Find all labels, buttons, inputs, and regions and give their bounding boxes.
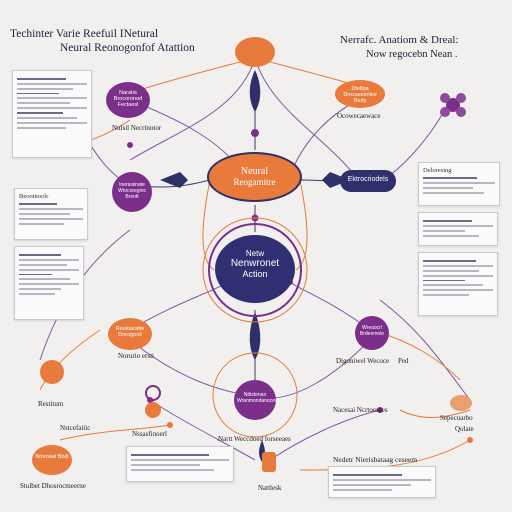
node-bottom-left[interactable]: Nrteoaal Bbdi: [32, 445, 72, 475]
node-right-top-label: Dtellpa Drocsecerilce Bedy: [343, 86, 377, 104]
label-right-lower-b: Ped: [398, 357, 409, 365]
node-neural-recognition[interactable]: Neural Reogamitre: [207, 152, 302, 202]
node-bottom-left-label: Nrteoaal Bbdi: [35, 454, 69, 460]
cloud-icon: [450, 395, 472, 411]
node-right-lower-label: Wreaocrl Brdeomole: [359, 325, 385, 337]
node-neural-recognition-line2: Reogamitre: [233, 177, 276, 187]
left-orange-dot-icon: [40, 360, 64, 384]
left-panel-b-title: Beootnoolr: [19, 193, 49, 200]
node-neural-network[interactable]: Netw Nenwronet Action: [215, 235, 295, 303]
node-neural-network-line2: Nenwronet: [230, 258, 280, 269]
label-bottom-right-b: Nedetr Nierisbataag ceseem: [333, 455, 418, 464]
bottom-panel-b: [328, 466, 436, 498]
left-panel-b: Beootnoolr: [14, 188, 88, 240]
left-panel-a: [12, 70, 92, 158]
node-left-lower-label: Reutoaratte Dorogonil: [115, 326, 145, 338]
right-panel-c: [418, 252, 498, 316]
right-panel-a-title: Deloresing: [423, 167, 452, 174]
footer-center-label: Nattlesk: [258, 484, 282, 492]
label-left-bottom: Restitum: [38, 400, 64, 408]
node-left-top-label: Naratia Brocoronod Fectaesl: [113, 90, 143, 108]
node-bottom-center[interactable]: Nttistenan Wranmondanocedi: [234, 380, 279, 420]
right-panel-a: Deloresing: [418, 162, 500, 206]
server-icon: [262, 452, 276, 472]
right-panel-b: [418, 212, 498, 246]
diagram-title-line2: Neural Reonogonfof Atattion: [60, 42, 195, 54]
diagram-title-line1: Techinter Varie Reefuil INetural: [10, 28, 159, 40]
node-right-mid-label: Ektrocriodels: [347, 176, 389, 183]
node-neural-network-line1: Netw: [245, 249, 265, 258]
cluster-dot-icon: [145, 402, 161, 418]
label-left-lower: Norurio ersti: [118, 352, 154, 360]
label-bottom-left-b: Nstcefaitic: [60, 424, 91, 432]
node-right-lower[interactable]: Wreaocrl Brdeomole: [355, 316, 389, 350]
diagram-subtitle-line1: Nerrafc. Anatiom & Dreal:: [340, 34, 459, 46]
label-bottom-c1: Nssasfinoerl: [132, 430, 167, 438]
node-neural-network-line3: Action: [242, 269, 268, 279]
label-left-top: Nulsil Necrinotor: [112, 124, 162, 132]
label-right-top: Ocowecaewace: [337, 112, 381, 120]
node-right-top[interactable]: Dtellpa Drocsecerilce Bedy: [335, 80, 385, 108]
node-top-center[interactable]: [235, 37, 275, 67]
molecule-icon: [438, 90, 468, 120]
left-panel-c: [14, 246, 84, 320]
node-top-center-label: [235, 37, 275, 48]
node-bottom-center-label: Nttistenan Wranmondanocedi: [237, 392, 279, 404]
node-neural-recognition-line1: Neural: [240, 166, 269, 177]
node-left-mid[interactable]: Inerasiinate Wrocoregnic Brentt: [112, 172, 152, 212]
label-bottom-right-d: Qolate: [455, 425, 474, 433]
bottom-panel-a: [126, 446, 234, 482]
label-bottom-c2: Nartt Weccdoed forseeaes: [218, 435, 291, 443]
node-left-top[interactable]: Naratia Brocoronod Fectaesl: [106, 82, 150, 118]
diagram-subtitle-line2: Now regocebn Nean .: [366, 49, 458, 60]
label-bottom-right-a: Nacesai Ncrtoesees: [333, 406, 388, 414]
node-right-mid[interactable]: Ektrocriodels: [340, 170, 396, 192]
label-bottom-right-c: Sepecuarbo: [440, 414, 473, 422]
node-left-mid-label: Inerasiinate Wrocoregnic Brentt: [118, 182, 146, 200]
cluster-ring-icon: [145, 385, 161, 401]
label-right-lower: Digoniwel Wecoce: [336, 357, 390, 365]
node-left-lower[interactable]: Reutoaratte Dorogonil: [108, 318, 152, 350]
footer-left-label: Stulbet Dhosrocmeerne: [20, 482, 86, 490]
